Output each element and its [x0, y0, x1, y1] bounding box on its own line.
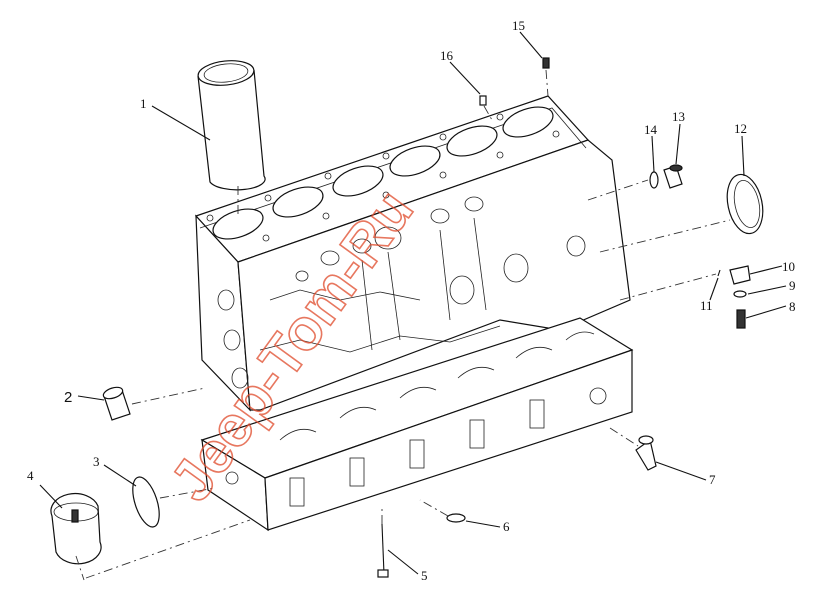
callout-15: 15	[512, 18, 525, 33]
callout-1: 1	[140, 96, 147, 111]
assembly-lines	[75, 69, 731, 581]
o-ring	[446, 513, 466, 523]
long-bolt	[377, 523, 389, 578]
pin	[717, 269, 721, 277]
callout-3: 3	[93, 454, 100, 469]
callout-14: 14	[644, 122, 658, 137]
callout-12: 12	[734, 121, 747, 136]
callout-11: 11	[700, 298, 713, 313]
callout-6: 6	[503, 519, 510, 534]
callout-13: 13	[672, 109, 685, 124]
seal-ring	[132, 476, 160, 528]
bedplate	[200, 317, 634, 532]
cup-plug	[102, 386, 131, 421]
cylinder-liner	[197, 60, 266, 214]
callout-9: 9	[789, 278, 796, 293]
callout-2: 2	[64, 389, 72, 406]
bolt	[736, 309, 746, 329]
plug-13	[663, 164, 683, 189]
stud-15	[542, 57, 550, 69]
leader-lines	[39, 31, 787, 575]
piston-cooling-nozzle	[635, 435, 657, 471]
callout-5: 5	[421, 568, 428, 583]
callout-7: 7	[709, 472, 716, 487]
bearing	[50, 492, 102, 565]
callout-16: 16	[440, 48, 454, 63]
washer	[733, 290, 747, 298]
washer-14	[649, 171, 659, 189]
rear-oil-seal	[726, 173, 764, 235]
callout-4: 4	[27, 468, 34, 483]
callout-labels: 1 2 3 4 5 6 7 8 9 10 11 12 13 14 15 16	[27, 18, 796, 583]
dowel-16	[479, 95, 487, 106]
callout-8: 8	[789, 299, 796, 314]
callout-10: 10	[782, 259, 795, 274]
engine-block	[194, 95, 631, 412]
bracket	[729, 265, 751, 285]
